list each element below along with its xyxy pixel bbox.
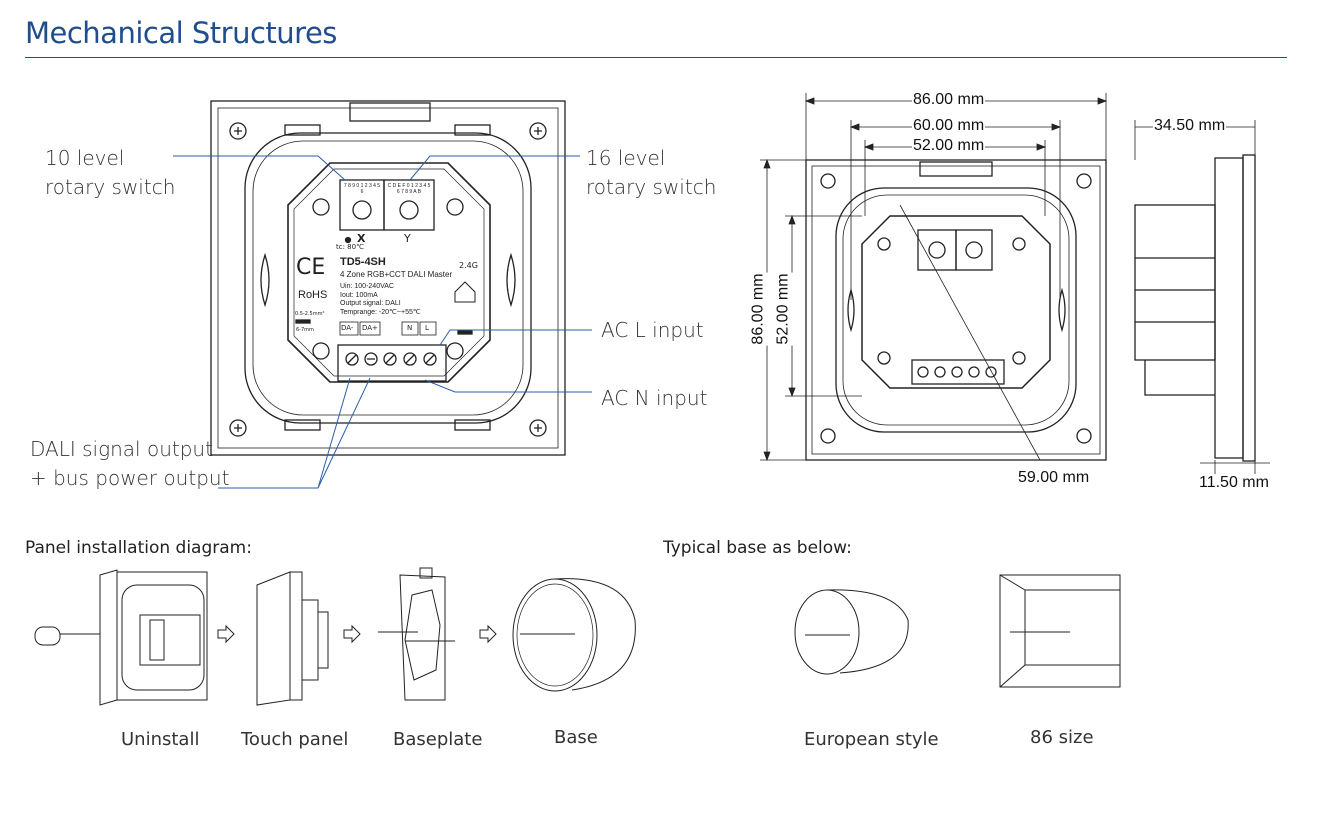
callout-ac-l: AC L input (601, 318, 704, 342)
callout-10-level-rotary: 10 level rotary switch (45, 144, 175, 202)
strip-length: 6-7mm (296, 327, 314, 333)
dial-y-scale: C D E F 0 1 2 3 4 5 6 7 8 9 A B (387, 183, 431, 195)
uninstall-illustration (34, 569, 208, 706)
dim-diagonal: 59.00 mm (1017, 469, 1091, 487)
rf-label: 2.4G (459, 261, 478, 270)
callout-line-1: 10 level (45, 146, 125, 170)
installation-heading: Panel installation diagram: (25, 538, 252, 558)
callout-line-1: 16 level (586, 146, 666, 170)
spec-iout: Iout: 100mA (340, 291, 378, 299)
86-size-base-illustration (999, 574, 1121, 688)
base-illustration (512, 578, 636, 692)
screw-icon (229, 122, 547, 437)
dial-x-scale: 7 8 9 0 1 2 3 4 5 6 (343, 183, 381, 195)
touch-panel-illustration (256, 571, 329, 706)
dim-height-outer: 86.00 mm (749, 272, 768, 346)
tc-label: tc: 80℃ (336, 243, 364, 251)
spec-uin: Uin: 100-240VAC (340, 283, 394, 290)
model-number: TD5-4SH (340, 256, 386, 268)
spec-output: Output signal: DALI (340, 300, 401, 307)
dimension-view-drawing (805, 159, 1107, 461)
installation-drawings (34, 567, 1121, 706)
terminal-label: DA- (341, 324, 354, 332)
callout-16-level-rotary: 16 level rotary switch (586, 144, 716, 202)
terminal-label: N (407, 324, 413, 332)
terminal-label: DA+ (362, 324, 378, 332)
spec-block: Uin: 100-240VAC Iout: 100mA Output signa… (340, 283, 421, 317)
dim-height-inner: 52.00 mm (774, 272, 793, 346)
dimension-lines (760, 93, 1270, 475)
arrow-icon (343, 624, 361, 644)
step-caption: Touch panel (241, 729, 349, 750)
callout-line-2: rotary switch (45, 175, 176, 199)
european-base-illustration (794, 589, 909, 675)
callout-line-1: DALI signal output (30, 437, 213, 461)
dim-width-outer: 86.00 mm (912, 91, 986, 109)
callout-line-2: rotary switch (586, 175, 717, 199)
description: 4 Zone RGB+CCT DALI Master (340, 270, 453, 279)
callout-ac-n: AC N input (601, 386, 708, 410)
arrow-icon (479, 624, 497, 644)
bases-heading: Typical base as below: (663, 538, 852, 558)
arrow-icon (217, 624, 235, 644)
dim-width-mid: 60.00 mm (912, 117, 986, 135)
dim-panel-thickness: 11.50 mm (1198, 474, 1270, 492)
terminal-screws (345, 352, 437, 366)
dim-depth: 34.50 mm (1153, 117, 1227, 135)
wire-gauge: 0.5-2.5mm² (295, 311, 325, 317)
front-view-drawing (210, 100, 566, 456)
switch-x-label: X (357, 232, 366, 245)
terminal-label: L (425, 324, 429, 332)
side-view-drawing (1134, 154, 1256, 462)
step-caption: Uninstall (121, 729, 200, 750)
callout-dali: DALI signal output + bus power output (30, 435, 229, 493)
switch-y-label: Y (404, 232, 411, 245)
step-caption: Base (554, 727, 598, 748)
callout-line-2: + bus power output (30, 466, 230, 490)
page-title: Mechanical Structures (25, 16, 337, 50)
spec-temp: Temprange: -20℃~+55℃ (340, 308, 421, 316)
title-divider (25, 57, 1287, 58)
base-caption: 86 size (1030, 727, 1094, 748)
callout-lines (173, 155, 592, 489)
rohs-mark: RoHS (298, 289, 328, 301)
baseplate-illustration (378, 567, 455, 701)
ce-mark: CE (296, 255, 326, 280)
base-caption: European style (804, 729, 939, 750)
dim-width-inner: 52.00 mm (912, 137, 986, 155)
step-caption: Baseplate (393, 729, 483, 750)
